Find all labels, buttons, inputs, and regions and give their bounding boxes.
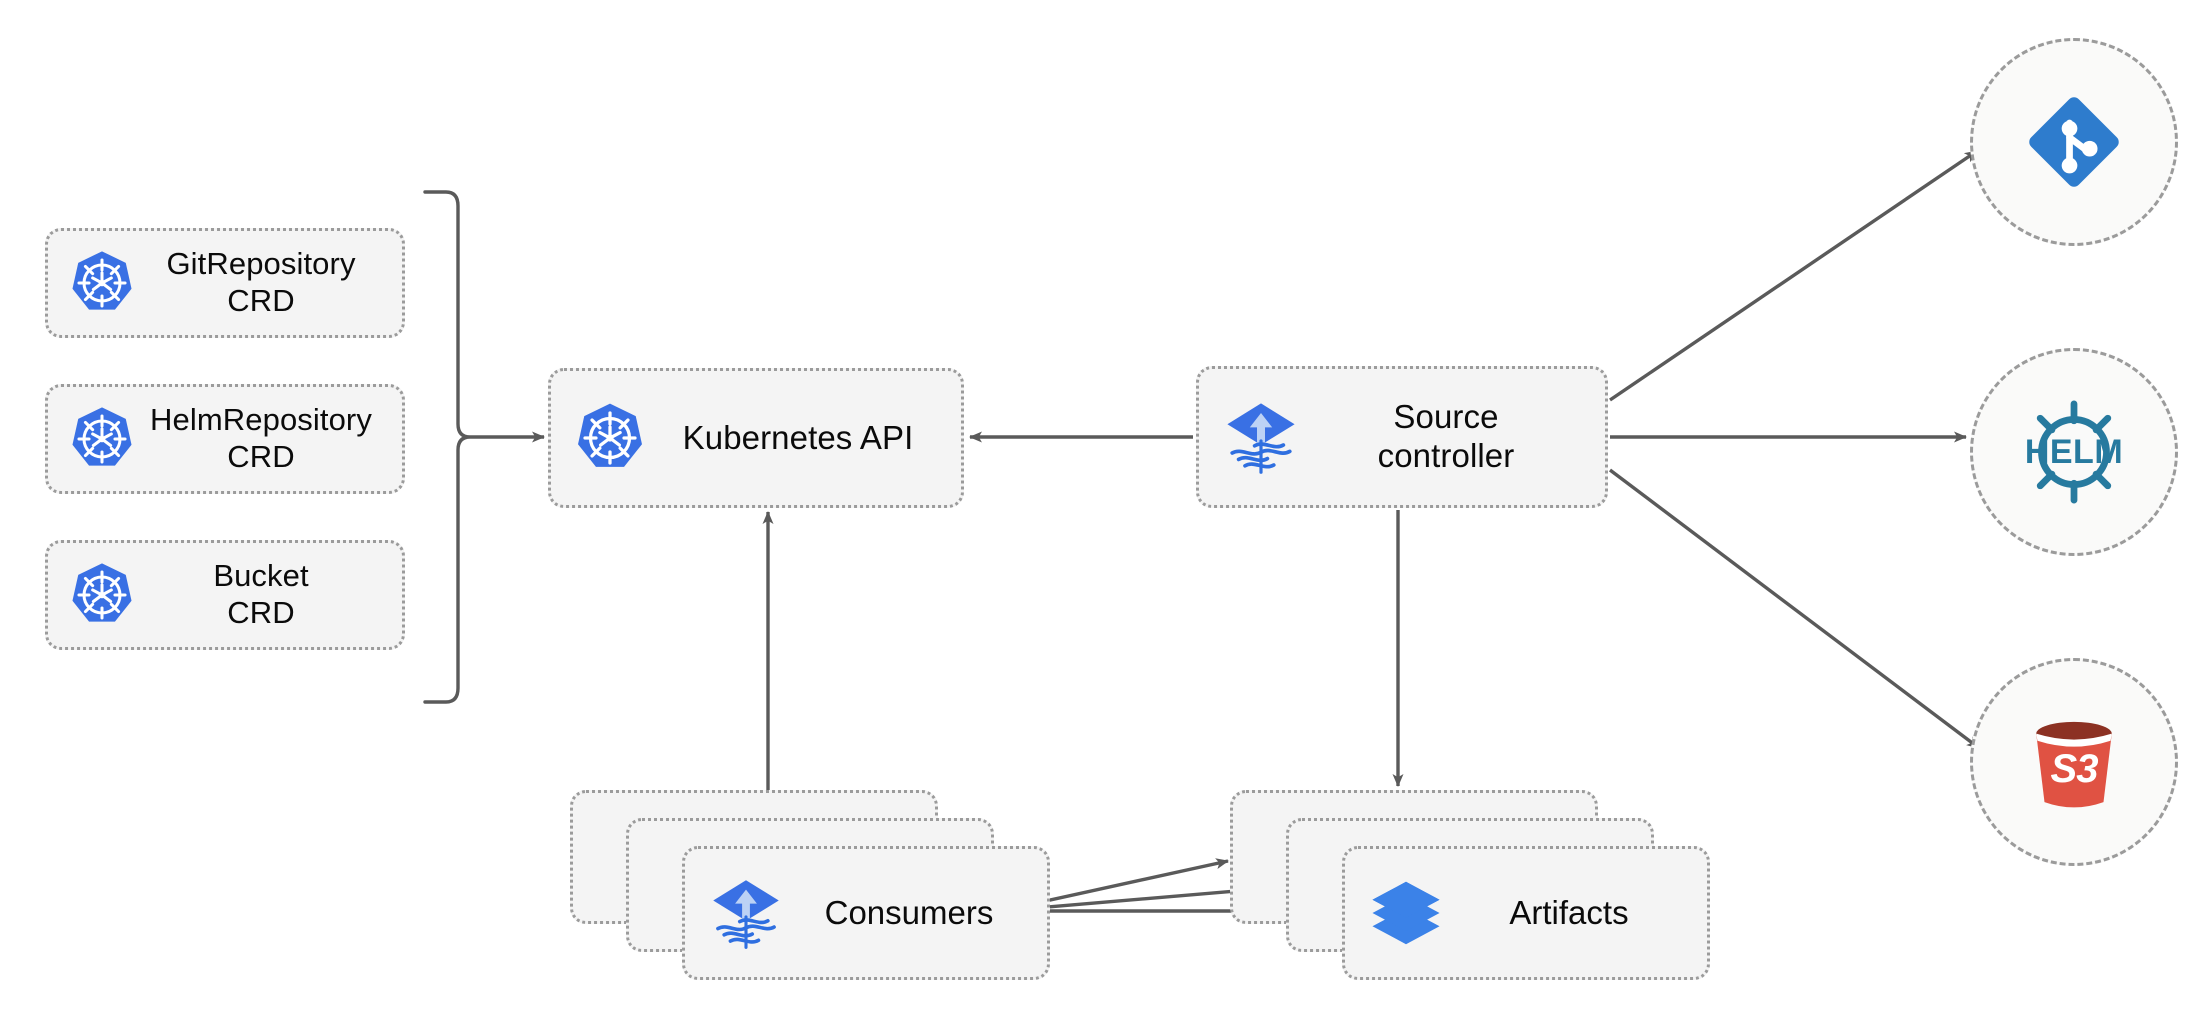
source-circle-git[interactable] [1970, 38, 2178, 246]
kubernetes-icon [571, 399, 649, 477]
node-label: Source controller [1377, 398, 1515, 474]
helm-label: HELM [2024, 432, 2124, 471]
kubernetes-icon [66, 403, 138, 475]
s3-label: S3 [2050, 746, 2099, 791]
node-label: Artifacts [1509, 894, 1629, 931]
crd-group-bracket [423, 190, 471, 704]
crd-label: HelmRepository CRD [150, 402, 372, 474]
crd-card-gitrepository[interactable]: GitRepository CRD [45, 228, 405, 338]
node-artifacts[interactable]: Artifacts [1230, 790, 1710, 980]
crd-label: Bucket CRD [213, 558, 309, 630]
edge-source-to-s3 [1608, 468, 1981, 750]
layers-icon [1367, 874, 1445, 952]
node-label: Kubernetes API [682, 418, 914, 456]
edge-source-to-git [1609, 149, 1978, 402]
s3-icon: S3 [2015, 703, 2133, 821]
crd-card-bucket[interactable]: Bucket CRD [45, 540, 405, 650]
node-kubernetes-api[interactable]: Kubernetes API [548, 368, 964, 508]
node-consumers[interactable]: Consumers [570, 790, 1050, 980]
kubernetes-icon [66, 559, 138, 631]
helm-icon: HELM [2009, 387, 2139, 517]
flux-icon [707, 874, 785, 952]
source-circle-s3[interactable]: S3 [1970, 658, 2178, 866]
flux-icon [1221, 397, 1301, 477]
crd-card-helmrepository[interactable]: HelmRepository CRD [45, 384, 405, 494]
git-icon [2018, 86, 2130, 198]
artifacts-card-front[interactable]: Artifacts [1342, 846, 1710, 980]
source-circle-helm[interactable]: HELM [1970, 348, 2178, 556]
kubernetes-icon [66, 247, 138, 319]
consumers-card-front[interactable]: Consumers [682, 846, 1050, 980]
crd-label: GitRepository CRD [166, 246, 356, 318]
node-source-controller[interactable]: Source controller [1196, 366, 1608, 508]
node-label: Consumers [824, 894, 994, 931]
